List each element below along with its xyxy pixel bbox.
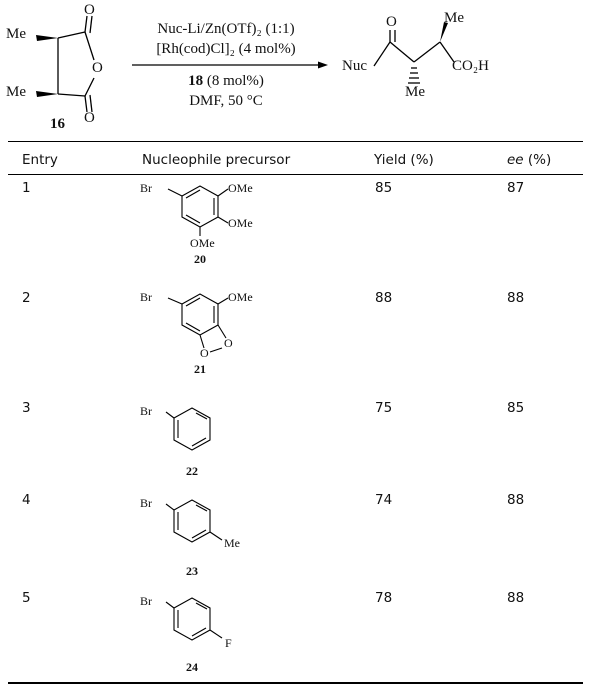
condition-line-3: 18 (8 mol%) xyxy=(136,72,316,91)
ligand-loading: (8 mol%) xyxy=(203,73,264,89)
reactant-oxygen-bottom: O xyxy=(84,110,95,126)
compound-number: 23 xyxy=(186,564,198,578)
row-entry: 2 xyxy=(22,290,31,306)
compound-number: 24 xyxy=(186,660,198,674)
row-yield: 75 xyxy=(375,400,393,416)
atom-label-br: Br xyxy=(140,290,152,304)
compound-23-structure: Br Me 23 xyxy=(130,492,260,582)
row-yield: 88 xyxy=(375,290,393,306)
compound-20-structure: Br OMe OMe OMe 20 xyxy=(130,180,260,280)
table-header-rule xyxy=(8,174,583,175)
atom-label-ome: OMe xyxy=(228,181,253,195)
row-ee: 85 xyxy=(507,400,525,416)
product-carbonyl-oxygen: O xyxy=(386,14,397,30)
row-ee: 87 xyxy=(507,180,525,196)
reaction-scheme: Me Me O O O 16 Nuc-Li/Zn(OTf)₂ (1:1) [Rh… xyxy=(0,0,591,140)
condition-line-1: Nuc-Li/Zn(OTf)₂ (1:1) xyxy=(157,21,295,37)
product-me-bottom: Me xyxy=(405,84,425,100)
condition-line-4: DMF, 50 °C xyxy=(189,93,263,109)
ligand-number: 18 xyxy=(188,73,204,89)
compound-number: 21 xyxy=(194,362,206,376)
compound-number: 22 xyxy=(186,464,198,478)
compound-21-structure: Br OMe O O 21 xyxy=(130,290,260,390)
header-ee: ee (%) xyxy=(507,152,551,168)
header-entry: Entry xyxy=(22,152,58,168)
atom-label-o: O xyxy=(200,346,209,360)
atom-label-o: O xyxy=(224,336,233,350)
header-ee-unit: (%) xyxy=(523,152,552,168)
atom-label-ome: OMe xyxy=(228,290,253,304)
table-bottom-rule xyxy=(8,682,583,684)
compound-24-structure: Br F 24 xyxy=(130,590,260,680)
reactant-anhydride-structure xyxy=(36,15,95,113)
reactant-me-top: Me xyxy=(6,26,26,42)
atom-label-br: Br xyxy=(140,181,152,195)
product-acid-group: CO₂H xyxy=(452,58,489,74)
row-ee: 88 xyxy=(507,290,525,306)
reaction-arrow xyxy=(132,61,328,69)
atom-label-br: Br xyxy=(140,496,152,510)
reactant-oxygen-ring: O xyxy=(92,60,103,76)
compound-22-structure: Br 22 xyxy=(130,400,260,490)
table-top-rule xyxy=(8,141,583,142)
row-yield: 74 xyxy=(375,492,393,508)
product-me-top: Me xyxy=(444,10,464,26)
atom-label-ome: OMe xyxy=(228,216,253,230)
row-yield: 78 xyxy=(375,590,393,606)
reactant-compound-number: 16 xyxy=(50,116,65,132)
row-ee: 88 xyxy=(507,590,525,606)
header-ee-italic: ee xyxy=(507,152,524,168)
atom-label-ome: OMe xyxy=(190,236,215,250)
atom-label-f: F xyxy=(225,636,232,650)
row-yield: 85 xyxy=(375,180,393,196)
compound-number: 20 xyxy=(194,252,206,266)
atom-label-br: Br xyxy=(140,594,152,608)
product-structure xyxy=(373,22,455,84)
row-entry: 1 xyxy=(22,180,31,196)
header-nucleophile: Nucleophile precursor xyxy=(142,152,291,168)
condition-line-2: [Rh(cod)Cl]₂ (4 mol%) xyxy=(156,41,296,57)
row-entry: 5 xyxy=(22,590,31,606)
header-yield: Yield (%) xyxy=(374,152,434,168)
reactant-me-bottom: Me xyxy=(6,84,26,100)
reactant-oxygen-top: O xyxy=(84,2,95,18)
atom-label-br: Br xyxy=(140,404,152,418)
row-entry: 4 xyxy=(22,492,31,508)
product-nuc-label: Nuc xyxy=(342,58,367,74)
row-entry: 3 xyxy=(22,400,31,416)
row-ee: 88 xyxy=(507,492,525,508)
atom-label-me: Me xyxy=(224,536,240,550)
